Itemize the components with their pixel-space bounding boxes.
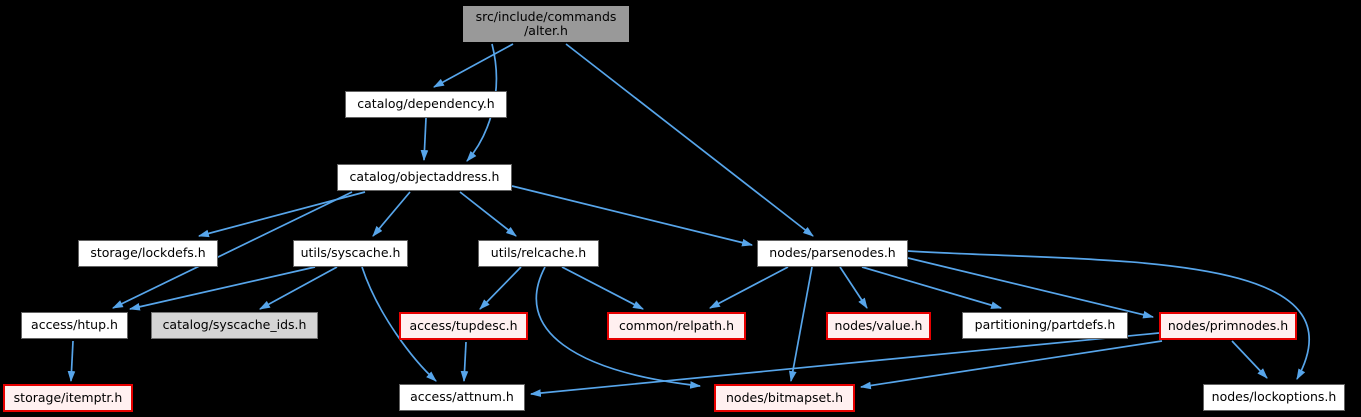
edge-relcache-to-relpath bbox=[561, 266, 644, 310]
node-parsenodes[interactable]: nodes/parsenodes.h bbox=[757, 240, 908, 267]
node-syscache[interactable]: utils/syscache.h bbox=[293, 240, 408, 267]
node-htup-label: access/htup.h bbox=[31, 317, 118, 333]
node-partdefs-label: partitioning/partdefs.h bbox=[974, 317, 1116, 333]
node-value-label: nodes/value.h bbox=[834, 317, 923, 333]
edge-objectaddress-to-parsenodes bbox=[511, 185, 754, 247]
node-dependency[interactable]: catalog/dependency.h bbox=[345, 91, 507, 118]
node-relpath[interactable]: common/relpath.h bbox=[607, 312, 746, 340]
edge-htup-to-itemptr bbox=[67, 340, 76, 383]
node-primnodes[interactable]: nodes/primnodes.h bbox=[1159, 312, 1297, 340]
node-bitmapset-label: nodes/bitmapset.h bbox=[726, 389, 843, 405]
node-lockoptions-label: nodes/lockoptions.h bbox=[1211, 389, 1337, 405]
edge-alter-to-parsenodes bbox=[565, 43, 814, 237]
edge-primnodes-to-lockoptions bbox=[1231, 340, 1268, 379]
node-relcache-label: utils/relcache.h bbox=[490, 245, 587, 261]
edge-parsenodes-to-primnodes bbox=[907, 257, 1155, 319]
node-primnodes-label: nodes/primnodes.h bbox=[1167, 317, 1289, 333]
edge-objectaddress-to-relcache bbox=[459, 191, 517, 237]
edge-alter-to-dependency bbox=[433, 43, 514, 88]
node-alter[interactable]: src/include/commands /alter.h bbox=[462, 5, 630, 43]
node-objectaddress[interactable]: catalog/objectaddress.h bbox=[337, 164, 512, 191]
node-partdefs[interactable]: partitioning/partdefs.h bbox=[962, 312, 1128, 339]
edge-primnodes-to-bitmapset bbox=[859, 340, 1163, 390]
node-lockdefs-label: storage/lockdefs.h bbox=[90, 245, 206, 261]
edge-parsenodes-to-partdefs bbox=[861, 266, 1003, 309]
node-relcache[interactable]: utils/relcache.h bbox=[478, 240, 599, 267]
edge-relcache-to-tupdesc bbox=[479, 266, 522, 310]
edge-primnodes-to-attnum bbox=[529, 332, 1160, 397]
edge-dependency-to-objectaddress bbox=[420, 117, 429, 162]
node-relpath-label: common/relpath.h bbox=[619, 317, 734, 333]
node-alter-label-line1: src/include/commands bbox=[475, 8, 617, 24]
edge-objectaddress-to-syscache bbox=[372, 191, 411, 237]
node-itemptr-label: storage/itemptr.h bbox=[13, 389, 123, 405]
edge-parsenodes-to-value bbox=[839, 266, 868, 309]
node-lockdefs[interactable]: storage/lockdefs.h bbox=[78, 240, 218, 267]
node-attnum-label: access/attnum.h bbox=[410, 389, 514, 405]
node-tupdesc-label: access/tupdesc.h bbox=[409, 317, 518, 333]
node-value[interactable]: nodes/value.h bbox=[826, 312, 931, 340]
edge-syscache-to-htup bbox=[128, 266, 316, 311]
edge-syscache-to-attnum bbox=[361, 266, 437, 382]
node-tupdesc[interactable]: access/tupdesc.h bbox=[399, 312, 528, 340]
node-syscache-label: utils/syscache.h bbox=[300, 245, 401, 261]
edge-parsenodes-to-bitmapset bbox=[789, 266, 813, 383]
edge-parsenodes-to-relpath bbox=[709, 266, 789, 309]
node-lockoptions[interactable]: nodes/lockoptions.h bbox=[1203, 384, 1345, 411]
node-htup[interactable]: access/htup.h bbox=[21, 312, 128, 339]
node-alter-label-line2: /alter.h bbox=[524, 23, 568, 38]
node-attnum[interactable]: access/attnum.h bbox=[399, 384, 525, 411]
node-itemptr[interactable]: storage/itemptr.h bbox=[3, 384, 133, 412]
edge-parsenodes-to-lockoptions bbox=[907, 250, 1311, 380]
edge-objectaddress-to-htup bbox=[112, 191, 353, 309]
node-parsenodes-label: nodes/parsenodes.h bbox=[769, 245, 896, 261]
edge-relcache-to-bitmapset bbox=[535, 266, 702, 389]
edge-syscache-to-syscache-ids bbox=[259, 266, 338, 310]
edge-tupdesc-to-attnum bbox=[460, 341, 469, 383]
node-dependency-label: catalog/dependency.h bbox=[357, 96, 495, 112]
node-objectaddress-label: catalog/objectaddress.h bbox=[349, 169, 500, 185]
node-syscache-ids-label: catalog/syscache_ids.h bbox=[162, 317, 307, 333]
node-syscache-ids[interactable]: catalog/syscache_ids.h bbox=[151, 312, 318, 339]
node-bitmapset[interactable]: nodes/bitmapset.h bbox=[714, 384, 855, 412]
